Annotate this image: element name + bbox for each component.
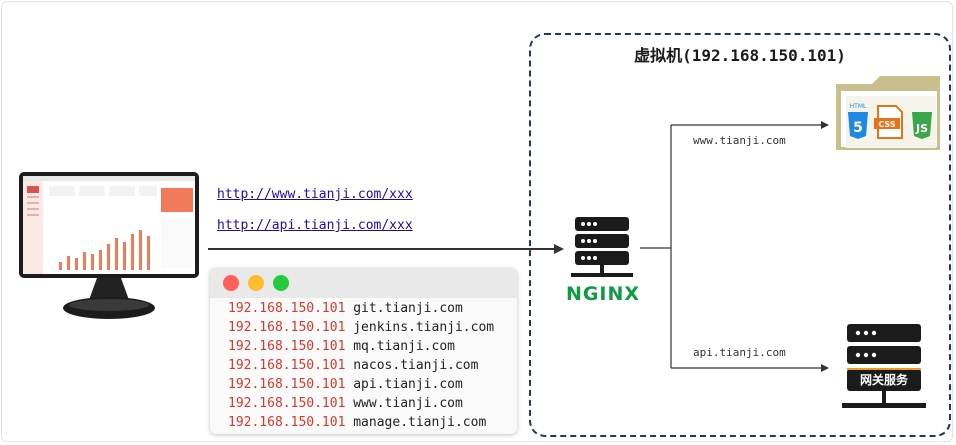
html5-icon: 5 HTML: [848, 103, 868, 139]
svg-text:CSS: CSS: [878, 120, 895, 129]
hosts-entry: 192.168.150.101 mq.tianji.com: [228, 339, 455, 354]
window-titlebar: [210, 268, 517, 298]
monitor-bar-chart: [59, 230, 150, 270]
www-route-label: www.tianji.com: [693, 134, 786, 147]
api-url-link[interactable]: http://api.tianji.com/xxx: [217, 218, 413, 233]
maximize-dot-icon: [273, 275, 289, 291]
virtual-machine-boundary: [529, 33, 951, 437]
close-dot-icon: [223, 275, 239, 291]
vm-title: 虚拟机(192.168.150.101): [634, 46, 846, 65]
hosts-entry: 192.168.150.101 jenkins.tianji.com: [228, 320, 495, 335]
nginx-server-icon: [571, 217, 633, 277]
nginx-label: NGINX: [565, 283, 641, 305]
hosts-entries: 192.168.150.101 git.tianji.com 192.168.1…: [210, 298, 517, 432]
api-route-label: api.tianji.com: [693, 346, 786, 359]
svg-text:HTML: HTML: [850, 103, 867, 110]
static-files-folder-icon: 5 HTML CSS JS: [836, 76, 940, 150]
hosts-entry: 192.168.150.101 git.tianji.com: [228, 301, 463, 316]
hosts-file-window: 192.168.150.101 git.tianji.com 192.168.1…: [210, 268, 517, 434]
hosts-entry: 192.168.150.101 manage.tianji.com: [228, 415, 487, 430]
www-url-link[interactable]: http://www.tianji.com/xxx: [217, 187, 413, 202]
hosts-entry: 192.168.150.101 www.tianji.com: [228, 396, 463, 411]
gateway-server-icon: [842, 324, 926, 408]
css-icon: CSS: [874, 105, 903, 139]
gateway-label: 网关服务: [859, 373, 908, 387]
client-monitor-icon: [19, 172, 199, 319]
svg-text:JS: JS: [915, 122, 928, 135]
hosts-entry: 192.168.150.101 nacos.tianji.com: [228, 358, 479, 373]
minimize-dot-icon: [248, 275, 264, 291]
js-icon: JS: [912, 112, 932, 139]
hosts-entry: 192.168.150.101 api.tianji.com: [228, 377, 463, 392]
svg-text:5: 5: [853, 120, 863, 136]
